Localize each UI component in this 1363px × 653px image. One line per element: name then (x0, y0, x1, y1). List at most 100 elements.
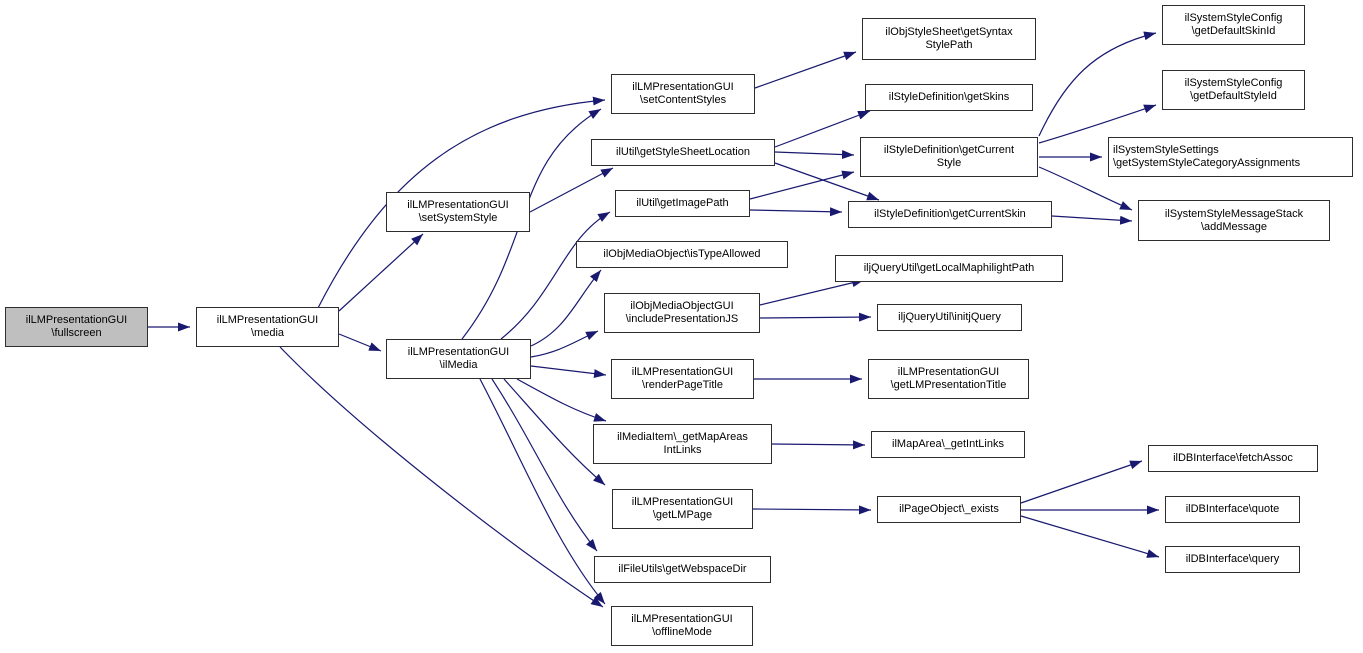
edge-ilMedia-to-getLMPage (503, 378, 606, 486)
graph-node-addMessage[interactable]: ilSystemStyleMessageStack\addMessage (1138, 200, 1330, 241)
graph-node-label: ilLMPresentationGUI (25, 314, 128, 326)
graph-node-getWebspaceDir[interactable]: ilFileUtils\getWebspaceDir (594, 556, 771, 583)
edge-exists-to-fetchAssoc (1020, 460, 1143, 504)
graph-node-label: StylePath (925, 39, 973, 51)
edge-getImagePath-to-getCurrentStyle (749, 170, 855, 200)
edge-media-to-setContentStyles (317, 96, 606, 309)
edge-setSystemStyle-to-getStyleSheetLocation (529, 167, 614, 213)
graph-node-label: \fullscreen (51, 327, 102, 339)
graph-node-label: ilStyleDefinition\getCurrent (883, 144, 1015, 156)
graph-node-setSystemStyle[interactable]: ilLMPresentationGUI\setSystemStyle (386, 192, 530, 232)
graph-node-getCurrentSkin[interactable]: ilStyleDefinition\getCurrentSkin (848, 201, 1052, 228)
graph-node-setContentStyles[interactable]: ilLMPresentationGUI\setContentStyles (611, 74, 755, 114)
graph-node-label: ilLMPresentationGUI (631, 496, 734, 508)
graph-node-label: \getLMPage (652, 509, 713, 521)
graph-node-label: iljQueryUtil\getLocalMaphilightPath (863, 262, 1035, 274)
edge-includePresentationJS-to-initjQuery (759, 312, 872, 322)
graph-node-getStyleSheetLocation[interactable]: ilUtil\getStyleSheetLocation (591, 139, 775, 166)
graph-node-getDefaultStyleId[interactable]: ilSystemStyleConfig\getDefaultStyleId (1162, 70, 1305, 110)
graph-node-getSkins[interactable]: ilStyleDefinition\getSkins (865, 84, 1033, 111)
graph-node-label: \addMessage (1200, 220, 1268, 233)
graph-node-label: \getSystemStyleCategoryAssignments (1113, 157, 1301, 169)
graph-node-label: ilSystemStyleMessageStack (1164, 207, 1304, 220)
graph-node-label: ilStyleDefinition\getCurrentSkin (874, 208, 1026, 220)
graph-node-initjQuery[interactable]: iljQueryUtil\initjQuery (877, 304, 1022, 331)
graph-node-fullscreen: ilLMPresentationGUI\fullscreen (5, 307, 148, 347)
edge-getMapAreasIntLinks-to-getIntLinks (771, 440, 866, 450)
graph-node-label: \renderPageTitle (642, 379, 723, 391)
graph-node-label: \getDefaultSkinId (1191, 25, 1276, 37)
graph-node-label: \ilMedia (439, 359, 478, 371)
graph-node-label: ilObjMediaObject\isTypeAllowed (603, 248, 761, 260)
graph-node-fetchAssoc[interactable]: ilDBInterface\fetchAssoc (1148, 445, 1318, 472)
edge-getCurrentStyle-to-getDefaultStyleId (1038, 104, 1157, 144)
edge-getStyleSheetLocation-to-getCurrentStyle (774, 150, 855, 160)
graph-node-label: ilObjMediaObjectGUI (630, 300, 734, 312)
graph-node-ilMedia[interactable]: ilLMPresentationGUI\ilMedia (386, 339, 531, 379)
graph-node-label: ilLMPresentationGUI (631, 613, 733, 625)
graph-node-label: ilSystemStyleSettings (1113, 144, 1219, 156)
graph-node-getLocalMaphilightPath[interactable]: iljQueryUtil\getLocalMaphilightPath (835, 255, 1063, 282)
edge-ilMedia-to-getImagePath (500, 211, 611, 340)
graph-node-getImagePath[interactable]: ilUtil\getImagePath (615, 190, 750, 217)
graph-node-label: IntLinks (663, 444, 702, 456)
edge-ilMedia-to-renderPageTitle (530, 365, 607, 379)
graph-node-label: ilLMPresentationGUI (632, 81, 734, 93)
edge-getImagePath-to-getCurrentSkin (749, 207, 843, 217)
graph-node-label: ilUtil\getStyleSheetLocation (616, 146, 750, 158)
edge-ilMedia-to-getWebspaceDir (491, 378, 598, 552)
graph-node-label: ilSystemStyleConfig (1184, 77, 1283, 89)
edge-ilMedia-to-isTypeAllowed (530, 269, 602, 347)
graph-node-label: \media (250, 327, 285, 339)
edge-setContentStyles-to-getSyntaxStylePath (754, 51, 857, 89)
edge-getStyleSheetLocation-to-getCurrentSkin (774, 162, 880, 201)
edge-includePresentationJS-to-getLocalMaphilightPath (759, 278, 865, 306)
graph-node-label: ilMediaItem\_getMapAreas (617, 431, 748, 443)
graph-node-offlineMode[interactable]: ilLMPresentationGUI\offlineMode (611, 606, 753, 646)
graph-node-quote[interactable]: ilDBInterface\quote (1165, 496, 1300, 523)
edge-media-to-setSystemStyle (338, 233, 424, 312)
graph-node-getLMPage[interactable]: ilLMPresentationGUI\getLMPage (612, 489, 753, 529)
graph-node-label: \offlineMode (652, 626, 712, 638)
edge-getCurrentSkin-to-addMessage (1051, 215, 1133, 225)
edge-exists-to-query (1020, 515, 1160, 558)
graph-node-label: ilLMPresentationGUI (631, 366, 734, 378)
edge-media-to-offlineMode (279, 346, 604, 608)
graph-node-label: ilObjStyleSheet\getSyntax (885, 26, 1013, 38)
graph-node-label: \setContentStyles (639, 94, 727, 106)
edge-getCurrentStyle-to-getDefaultSkinId (1038, 31, 1157, 137)
graph-node-label: \getLMPresentationTitle (890, 379, 1007, 391)
graph-node-label: ilDBInterface\quote (1185, 503, 1280, 515)
graph-node-label: Style (936, 157, 962, 169)
graph-node-query[interactable]: ilDBInterface\query (1165, 546, 1300, 573)
graph-node-label: ilPageObject\_exists (899, 503, 999, 515)
edge-getStyleSheetLocation-to-getSkins (774, 110, 871, 148)
graph-node-renderPageTitle[interactable]: ilLMPresentationGUI\renderPageTitle (611, 359, 754, 399)
graph-node-label: \includePresentationJS (625, 313, 739, 325)
graph-node-label: ilLMPresentationGUI (407, 346, 510, 358)
graph-node-getDefaultSkinId[interactable]: ilSystemStyleConfig\getDefaultSkinId (1162, 5, 1305, 45)
graph-node-label: ilSystemStyleConfig (1184, 12, 1283, 24)
graph-node-getLMPresentationTitle[interactable]: ilLMPresentationGUI\getLMPresentationTit… (868, 359, 1029, 399)
graph-node-label: ilLMPresentationGUI (407, 199, 509, 211)
graph-node-label: ilStyleDefinition\getSkins (888, 91, 1010, 103)
graph-node-label: ilFileUtils\getWebspaceDir (618, 563, 747, 575)
graph-node-label: ilDBInterface\fetchAssoc (1173, 452, 1293, 464)
graph-node-media[interactable]: ilLMPresentationGUI\media (196, 307, 339, 347)
graph-node-label: iljQueryUtil\initjQuery (898, 311, 1001, 323)
graph-node-getSystemStyleCategoryAssignments[interactable]: ilSystemStyleSettings\getSystemStyleCate… (1108, 137, 1353, 177)
graph-node-isTypeAllowed[interactable]: ilObjMediaObject\isTypeAllowed (576, 241, 788, 268)
edge-ilMedia-to-getMapAreasIntLinks (516, 378, 607, 422)
graph-node-label: ilUtil\getImagePath (636, 197, 729, 209)
graph-node-label: ilLMPresentationGUI (216, 314, 319, 326)
graph-node-includePresentationJS[interactable]: ilObjMediaObjectGUI\includePresentationJ… (604, 293, 760, 333)
graph-node-exists[interactable]: ilPageObject\_exists (877, 496, 1021, 523)
edge-ilMedia-to-includePresentationJS (530, 330, 599, 358)
graph-node-getIntLinks[interactable]: ilMapArea\_getIntLinks (871, 431, 1025, 458)
edge-getCurrentStyle-to-addMessage (1038, 166, 1133, 211)
